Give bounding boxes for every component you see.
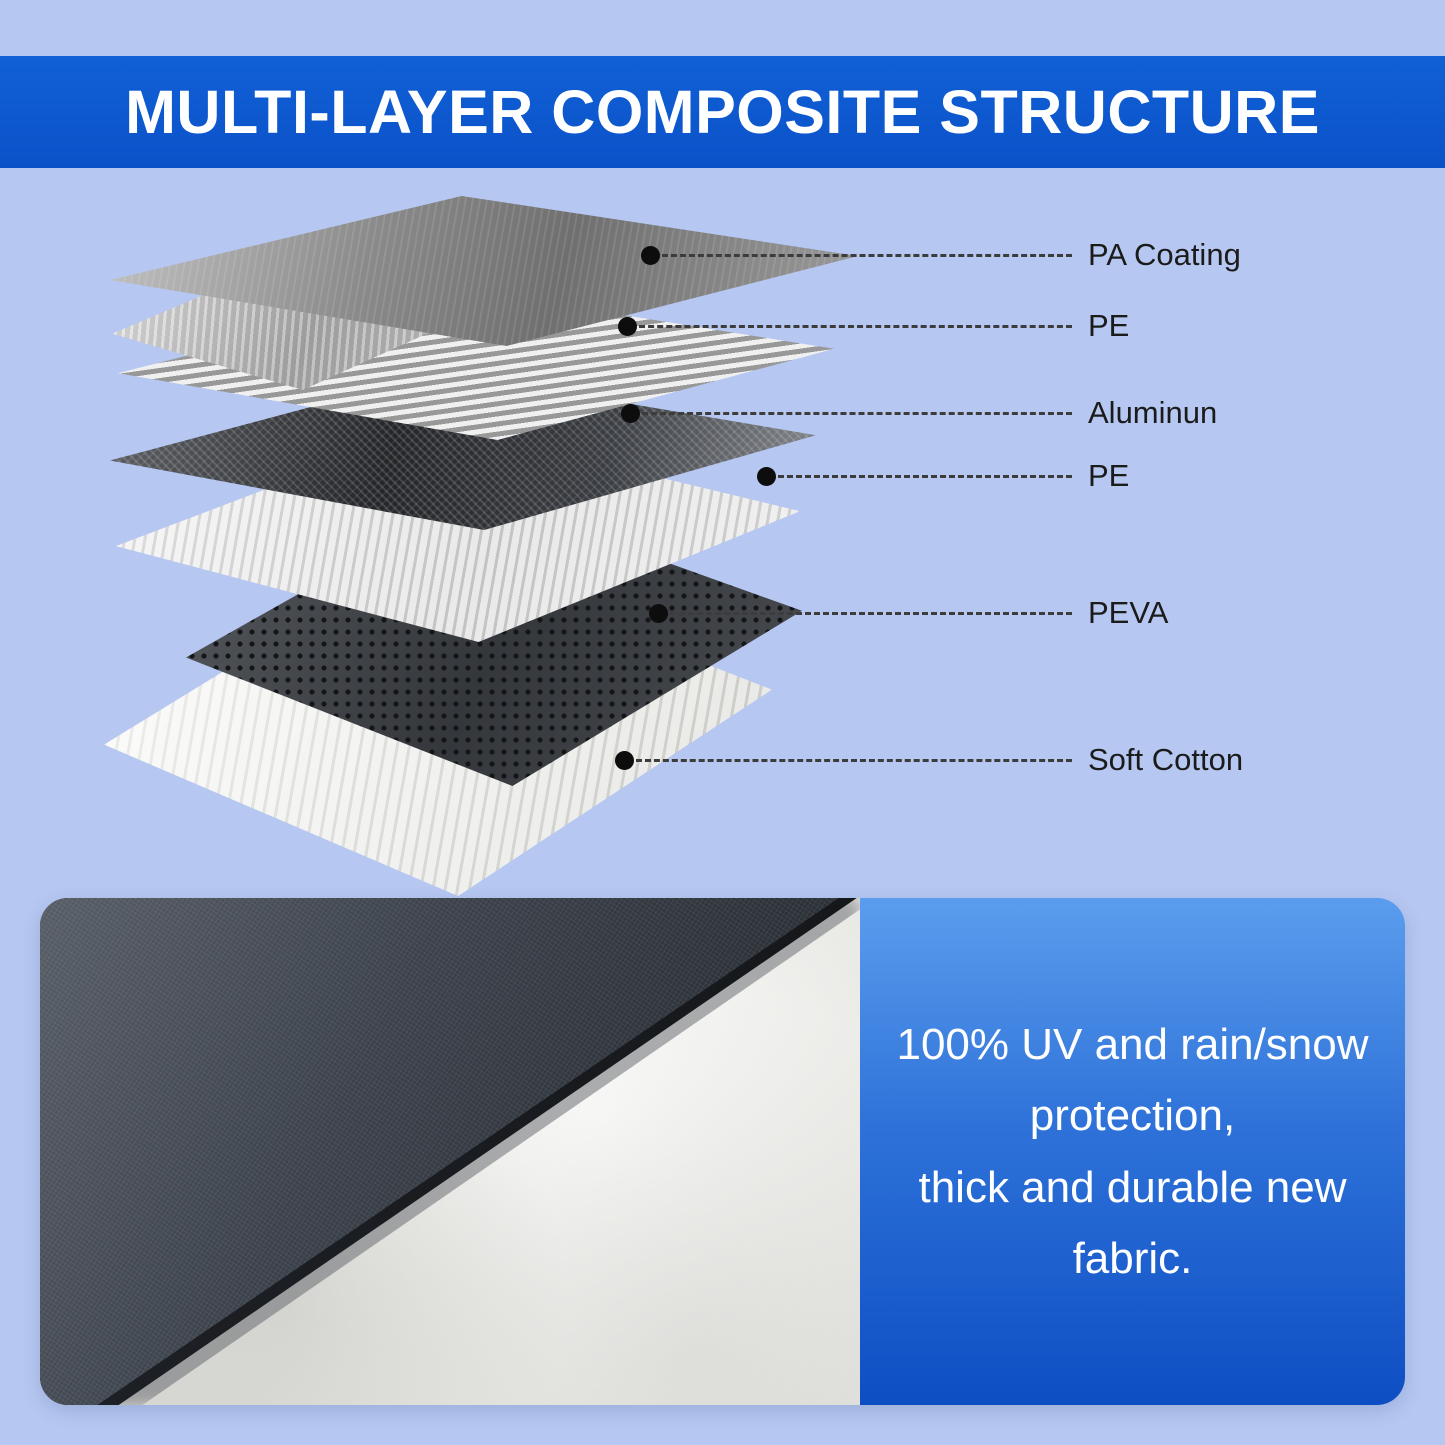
callout-label: Soft Cotton <box>1088 742 1244 777</box>
info-text-line: fabric. <box>1072 1233 1193 1283</box>
callout-pe-top: PE <box>618 308 1129 344</box>
header-banner: MULTI-LAYER COMPOSITE STRUCTURE <box>0 56 1445 168</box>
info-text-line: thick and durable new <box>918 1162 1347 1212</box>
callout-dot-icon <box>621 403 640 423</box>
callout-peva: PEVA <box>649 595 1168 631</box>
callout-pe-bottom: PE <box>757 458 1129 494</box>
callout-dot-icon <box>649 603 668 623</box>
page-title: MULTI-LAYER COMPOSITE STRUCTURE <box>125 78 1320 146</box>
callout-dash-line <box>639 324 1072 328</box>
callout-dash-line <box>642 411 1072 415</box>
callout-dash-line <box>778 474 1072 478</box>
callout-dot-icon <box>615 750 634 770</box>
info-text-line: protection, <box>1029 1091 1236 1141</box>
callout-dash-line <box>670 611 1072 615</box>
info-text-line: 100% UV and rain/snow <box>896 1019 1369 1069</box>
callout-label: PE <box>1088 458 1130 493</box>
callout-dot-icon <box>757 466 776 486</box>
callout-aluminun: Aluminun <box>621 395 1217 431</box>
callout-label: PEVA <box>1088 595 1169 630</box>
info-panel: 100% UV and rain/snow protection, thick … <box>860 898 1405 1405</box>
callout-dot-icon <box>641 245 660 265</box>
callout-pa-coating: PA Coating <box>641 237 1241 273</box>
callout-dash-line <box>636 758 1072 762</box>
callout-dash-line <box>662 253 1072 257</box>
bottom-card: 100% UV and rain/snow protection, thick … <box>40 898 1405 1405</box>
callout-label: Aluminun <box>1088 395 1218 430</box>
callout-dot-icon <box>618 316 637 336</box>
callout-soft-cotton: Soft Cotton <box>615 742 1243 778</box>
fabric-closeup-photo <box>40 898 860 1405</box>
callout-label: PA Coating <box>1088 237 1241 272</box>
callout-label: PE <box>1088 308 1130 343</box>
